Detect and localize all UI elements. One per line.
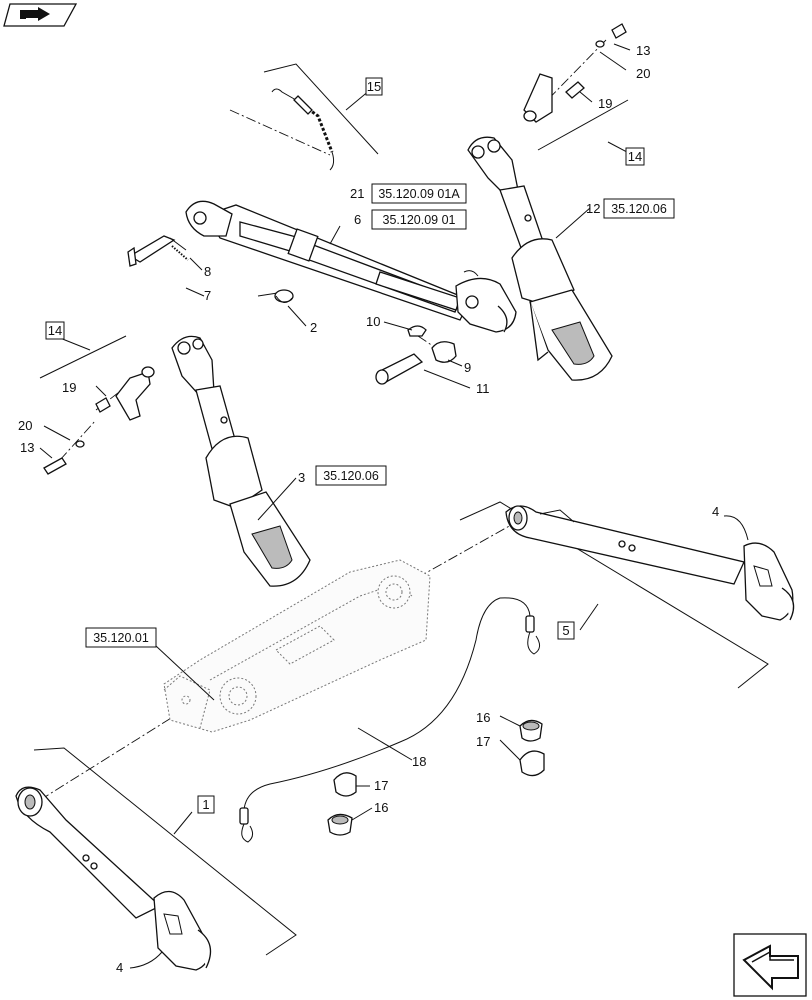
lower-link-left: [15, 786, 162, 919]
reference-box-35-120-01[interactable]: 35.120.01: [85, 627, 157, 648]
clip-part-2: [257, 289, 294, 303]
svg-text:15: 15: [367, 79, 381, 94]
socket-part-16-top: [519, 719, 543, 742]
callout-box-15: 15: [365, 77, 383, 96]
pin-part-9-10-11: [375, 325, 457, 385]
callout-19-right: 19: [598, 96, 612, 111]
arrow-left-nav-icon: [20, 7, 50, 21]
chain-part-15: [271, 88, 335, 171]
pin-part-7-8: [127, 235, 189, 267]
callout-12: 12: [586, 201, 600, 216]
reference-box-35-120-06-left[interactable]: 35.120.06: [315, 465, 387, 486]
callout-3: 3: [298, 470, 305, 485]
cable-part-18: [239, 597, 540, 843]
callout-4-left: 4: [116, 960, 123, 975]
callout-10: 10: [366, 314, 380, 329]
callout-box-14-left: 14: [45, 321, 65, 340]
svg-text:35.120.01: 35.120.01: [93, 631, 149, 645]
nav-next-button[interactable]: [733, 933, 807, 997]
arrow-right-nav-icon: [742, 944, 799, 991]
callout-box-5: 5: [557, 621, 575, 640]
callout-box-14-right: 14: [625, 147, 645, 166]
clevis-bracket-right: [523, 23, 627, 123]
callout-20-right: 20: [636, 66, 650, 81]
plug-part-17-bottom: [333, 772, 357, 797]
callout-plane-14-left: [39, 335, 127, 379]
callout-13-left: 13: [20, 440, 34, 455]
callout-13-right: 13: [636, 43, 650, 58]
lift-rod-left: [171, 335, 311, 587]
socket-part-16-bottom: [327, 813, 353, 836]
callout-plane-1: [33, 747, 297, 956]
clevis-bracket-left: [43, 366, 155, 475]
callout-20-left: 20: [18, 418, 32, 433]
axle-housing-ghost: [163, 559, 431, 733]
leader-lines: [39, 43, 749, 969]
plug-part-17-top: [519, 750, 545, 777]
callout-plane-5: [459, 501, 769, 689]
svg-text:35.120.09 01: 35.120.09 01: [383, 213, 456, 227]
reference-box-35-120-09-01a[interactable]: 35.120.09 01A: [371, 183, 467, 204]
callout-17-top: 17: [476, 734, 490, 749]
callout-2: 2: [310, 320, 317, 335]
lift-rod-right: [467, 136, 613, 381]
svg-text:14: 14: [48, 323, 62, 338]
svg-text:35.120.06: 35.120.06: [323, 469, 379, 483]
hook-left: [153, 890, 212, 971]
lower-link-right: [505, 505, 745, 585]
svg-text:1: 1: [202, 797, 209, 812]
callout-plane-15: [263, 63, 379, 155]
callout-6: 6: [354, 212, 361, 227]
callout-9: 9: [464, 360, 471, 375]
reference-box-35-120-09-01[interactable]: 35.120.09 01: [371, 209, 467, 230]
svg-text:35.120.09 01A: 35.120.09 01A: [378, 187, 460, 201]
callout-box-1: 1: [197, 795, 215, 814]
callout-16-bottom: 16: [374, 800, 388, 815]
callout-16-top: 16: [476, 710, 490, 725]
callout-19-left: 19: [62, 380, 76, 395]
callout-11: 11: [476, 381, 490, 396]
svg-text:14: 14: [628, 149, 642, 164]
callout-21: 21: [350, 186, 364, 201]
svg-text:35.120.06: 35.120.06: [611, 202, 667, 216]
callout-18: 18: [412, 754, 426, 769]
hook-right: [743, 542, 795, 621]
nav-previous-button[interactable]: [3, 3, 78, 27]
reference-box-35-120-06-right[interactable]: 35.120.06: [603, 198, 675, 219]
callout-4-right: 4: [712, 504, 719, 519]
callout-17-bottom: 17: [374, 778, 388, 793]
callout-8: 8: [204, 264, 211, 279]
svg-text:5: 5: [562, 623, 569, 638]
top-link-assembly: [185, 200, 517, 333]
callout-7: 7: [204, 288, 211, 303]
